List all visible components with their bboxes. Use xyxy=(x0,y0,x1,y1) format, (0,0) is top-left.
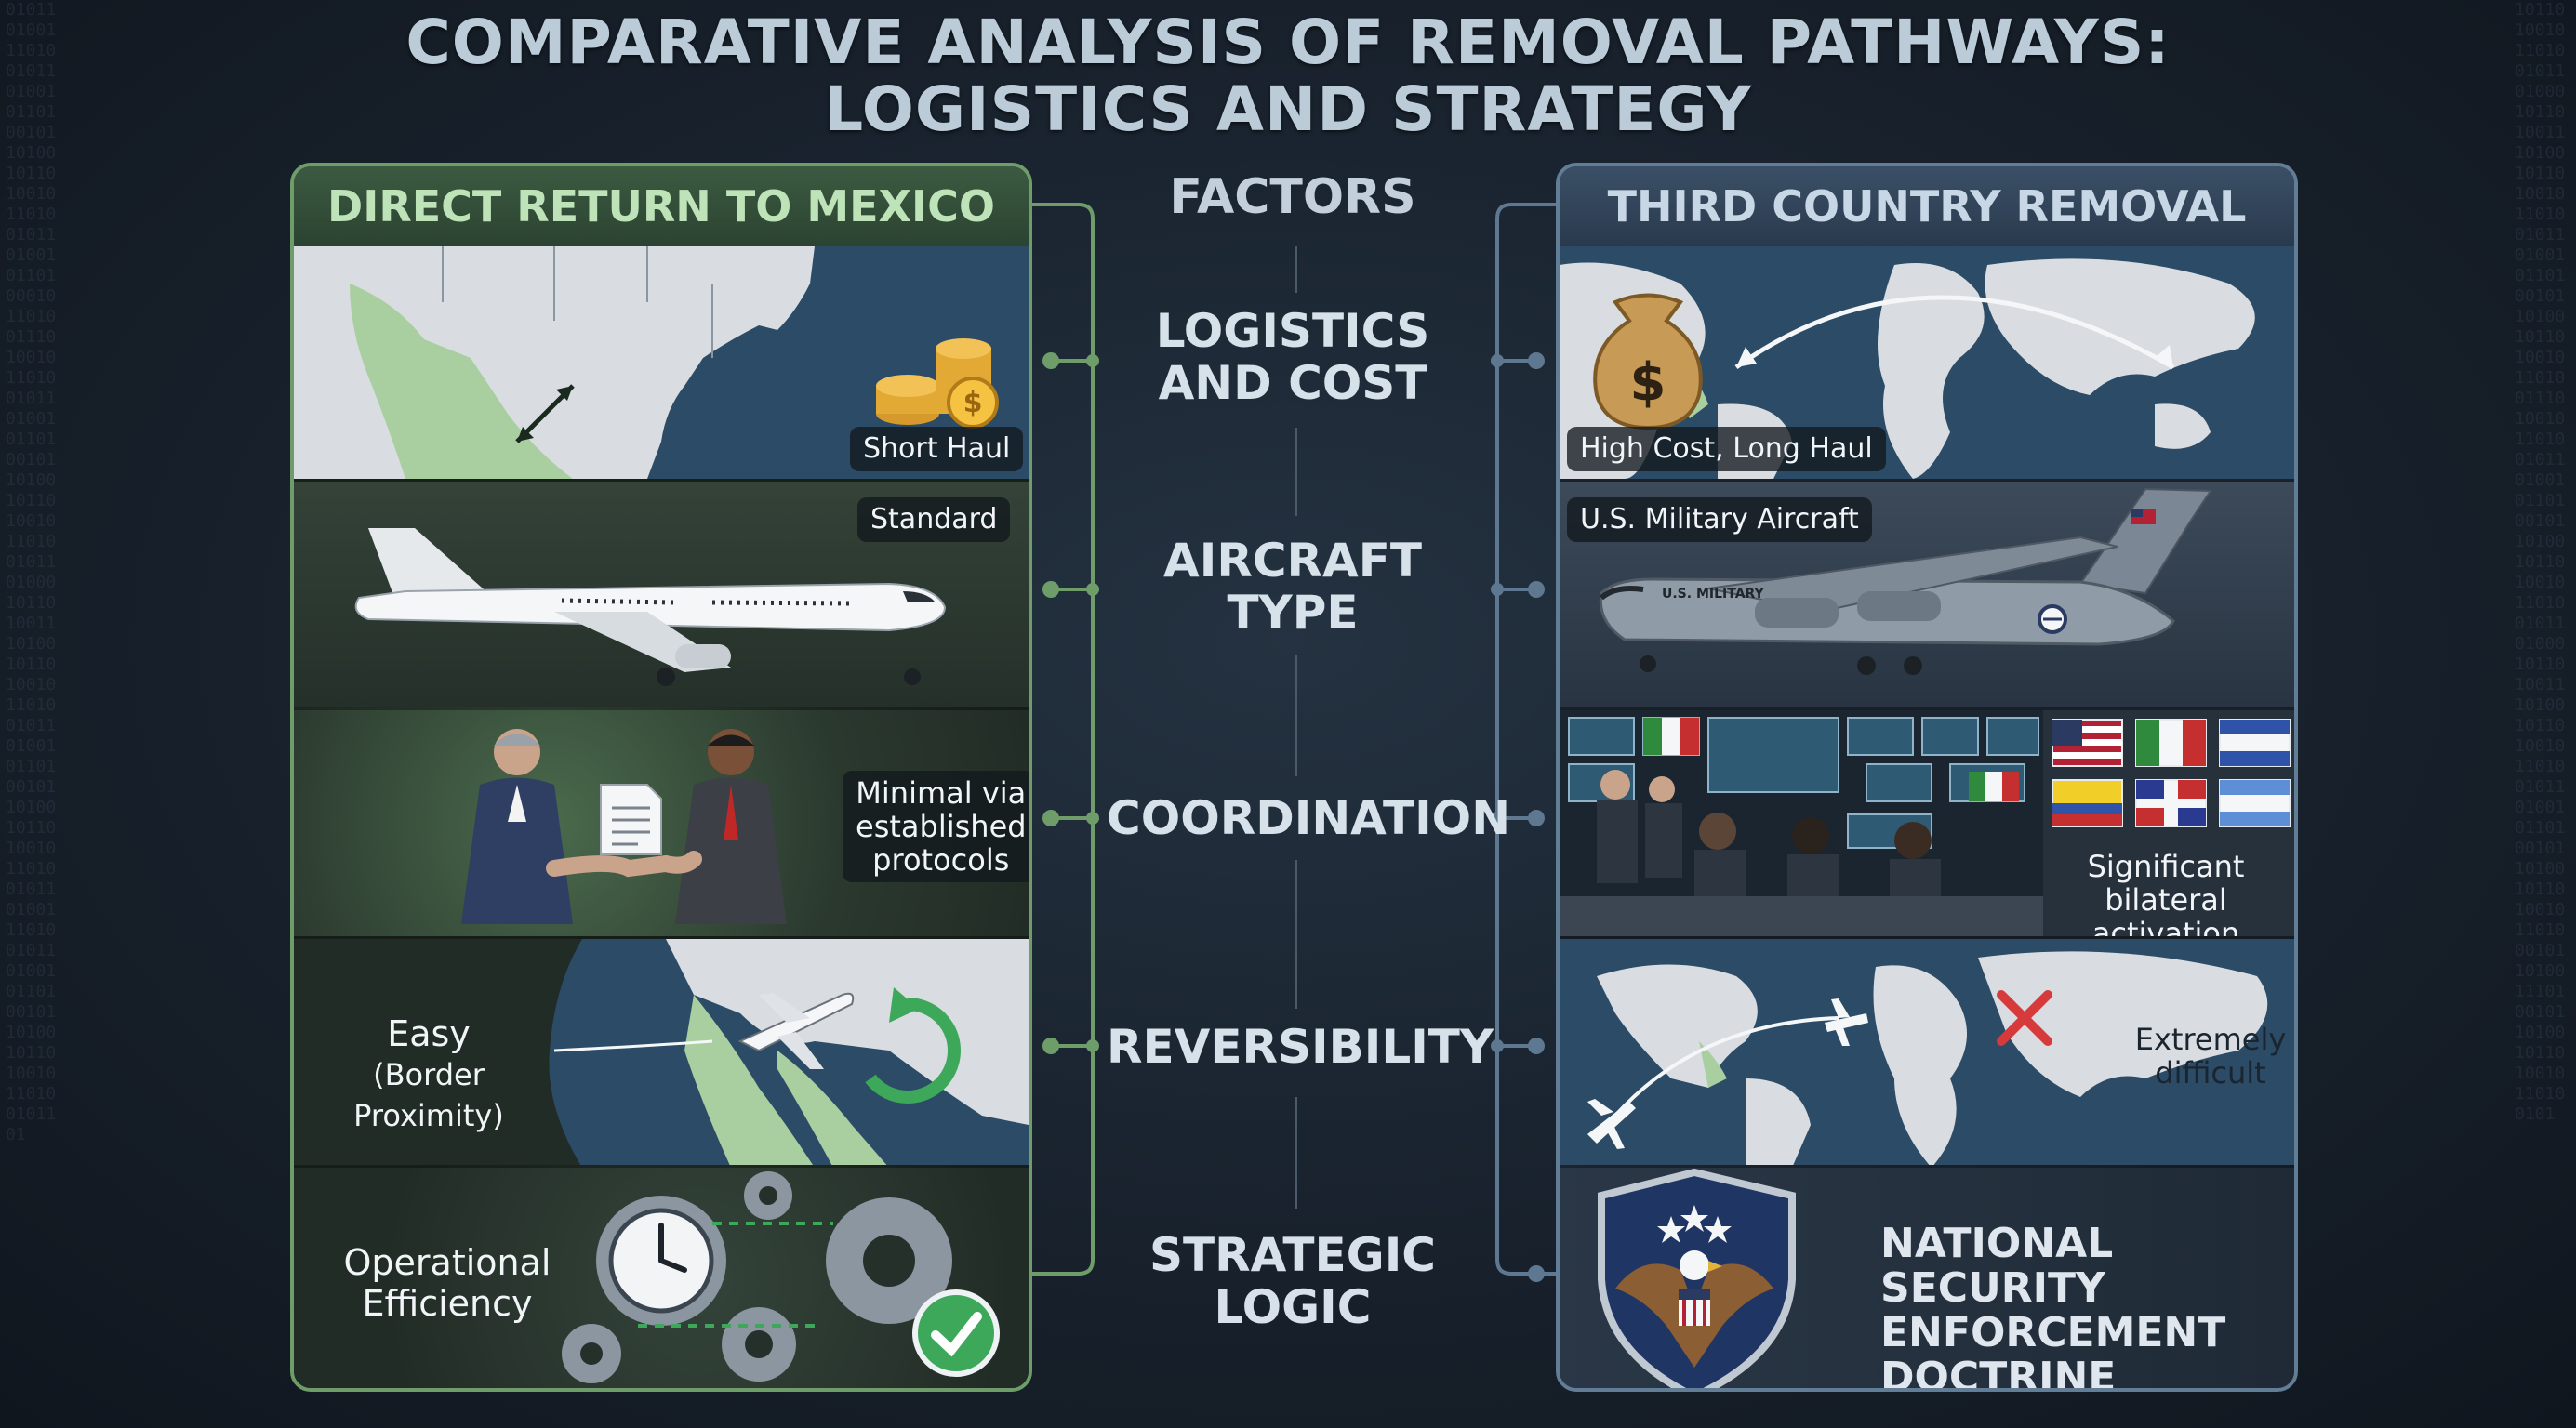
left-aircraft-row: Standard xyxy=(294,479,1029,707)
operational-efficiency-label: Operational Efficiency xyxy=(303,1242,591,1324)
label-line: Minimal via xyxy=(856,775,1027,811)
factor-label: LOGISTICS xyxy=(1155,304,1430,358)
right-strategic-row: NATIONAL SECURITY ENFORCEMENT DOCTRINE xyxy=(1560,1165,2294,1392)
factor-strategic-logic: STRATEGIC LOGIC xyxy=(1107,1229,1479,1333)
military-aircraft-icon: U.S. MILITARY xyxy=(1599,487,2212,675)
mexico-map: $ xyxy=(294,246,1029,479)
left-coordination-row: Minimal via established protocols xyxy=(294,707,1029,936)
right-aircraft-row: U.S. MILITARY U.S. Military Aircraft xyxy=(1560,479,2294,707)
eagle-shield-icon xyxy=(1598,1168,1796,1388)
label-line: protocols xyxy=(872,842,1010,878)
standard-label: Standard xyxy=(857,497,1011,542)
divider-line xyxy=(1295,860,1297,1009)
direct-return-header: DIRECT RETURN TO MEXICO xyxy=(294,166,1029,246)
factor-label: LOGIC xyxy=(1214,1280,1372,1334)
factor-label: COORDINATION xyxy=(1107,791,1511,845)
factor-label: REVERSIBILITY xyxy=(1107,1020,1494,1074)
label-line: (Border Proximity) xyxy=(353,1057,504,1133)
label-line: difficult xyxy=(2155,1055,2266,1091)
factor-label: AIRCRAFT xyxy=(1163,534,1422,588)
easy-label: Easy (Border Proximity) xyxy=(294,1013,564,1136)
third-country-header: THIRD COUNTRY REMOVAL xyxy=(1560,166,2294,246)
factor-label: TYPE xyxy=(1227,586,1359,640)
return-arrow-icon xyxy=(865,998,961,1104)
command-center-icon xyxy=(1560,710,2291,936)
label-line: Easy xyxy=(387,1013,471,1054)
national-security-doctrine-label: NATIONAL SECURITY ENFORCEMENT DOCTRINE xyxy=(1880,1220,2294,1392)
airplane-icon xyxy=(1587,998,1868,1149)
fuselage-text: U.S. MILITARY xyxy=(1662,587,1765,602)
divider-line xyxy=(1295,428,1297,516)
left-reversibility-row: Easy (Border Proximity) xyxy=(294,936,1029,1165)
svg-text:$: $ xyxy=(963,387,983,419)
label-line: Significant bilateral xyxy=(2087,849,2245,918)
military-aircraft-label: U.S. Military Aircraft xyxy=(1567,497,1872,542)
world-map-reversibility xyxy=(1560,939,2294,1165)
factors-heading: FACTORS xyxy=(1169,169,1416,225)
left-logistics-row: $ Short Haul xyxy=(294,246,1029,479)
short-haul-label: Short Haul xyxy=(850,427,1024,471)
infographic-title: COMPARATIVE ANALYSIS OF REMOVAL PATHWAYS… xyxy=(0,9,2576,143)
high-cost-label: High Cost, Long Haul xyxy=(1567,427,1886,471)
label-line: established xyxy=(856,809,1027,844)
divider-line xyxy=(1295,655,1297,776)
significant-activation-label: Significant bilateral activation xyxy=(2036,850,2294,936)
left-strategic-row: Operational Efficiency xyxy=(294,1165,1029,1388)
label-line: activation xyxy=(2091,916,2240,936)
binary-decoration-right: 1011010010110100101101000101101001110100… xyxy=(2515,0,2566,1124)
binary-decoration-left: 0101101001110100101101001011010010110100… xyxy=(6,0,57,1144)
label-line: ENFORCEMENT xyxy=(1880,1309,2226,1356)
title-line-1: COMPARATIVE ANALYSIS OF REMOVAL PATHWAYS… xyxy=(405,7,2171,78)
right-logistics-row: $ High Cost, Long Haul xyxy=(1560,246,2294,479)
label-line: Extremely xyxy=(2134,1022,2287,1057)
document-icon xyxy=(600,784,662,855)
airliner-icon xyxy=(354,528,947,686)
factor-coordination: COORDINATION xyxy=(1107,791,1511,845)
gears-icon xyxy=(562,1171,1000,1383)
clock-icon xyxy=(608,1208,714,1314)
x-mark-icon xyxy=(1997,990,2052,1046)
checkmark-icon xyxy=(912,1289,1000,1377)
factor-label: STRATEGIC xyxy=(1149,1228,1437,1282)
factor-reversibility: REVERSIBILITY xyxy=(1107,1020,1494,1074)
label-line: NATIONAL SECURITY xyxy=(1880,1220,2114,1312)
airliner-small-icon xyxy=(737,992,855,1069)
money-bag-icon: $ xyxy=(1593,293,1703,430)
label-line: Operational xyxy=(343,1242,551,1283)
world-map: $ xyxy=(1560,246,2294,479)
direct-return-panel: DIRECT RETURN TO MEXICO $ Short Haul xyxy=(290,163,1032,1392)
factor-label: AND COST xyxy=(1158,356,1427,410)
divider-line xyxy=(1295,246,1297,293)
border-map xyxy=(549,939,1029,1165)
extremely-difficult-label: Extremely difficult xyxy=(2118,1023,2294,1090)
minimal-protocols-label: Minimal via established protocols xyxy=(843,771,1029,882)
flags-icon xyxy=(2052,719,2291,827)
third-country-panel: THIRD COUNTRY REMOVAL $ High Cost, Long … xyxy=(1556,163,2298,1392)
right-reversibility-row: Extremely difficult xyxy=(1560,936,2294,1165)
label-line: DOCTRINE xyxy=(1880,1354,2117,1392)
right-coordination-row: Significant bilateral activation xyxy=(1560,707,2294,936)
label-line: Efficiency xyxy=(362,1283,533,1324)
svg-text:$: $ xyxy=(1630,352,1666,413)
title-line-2: LOGISTICS AND STRATEGY xyxy=(824,73,1752,145)
handshake-icon xyxy=(461,729,787,924)
divider-line xyxy=(1295,1097,1297,1209)
coins-icon: $ xyxy=(876,338,999,429)
factor-aircraft-type: AIRCRAFT TYPE xyxy=(1107,535,1479,639)
monitor-flags xyxy=(1643,718,2019,801)
factor-logistics-and-cost: LOGISTICS AND COST xyxy=(1107,305,1479,409)
